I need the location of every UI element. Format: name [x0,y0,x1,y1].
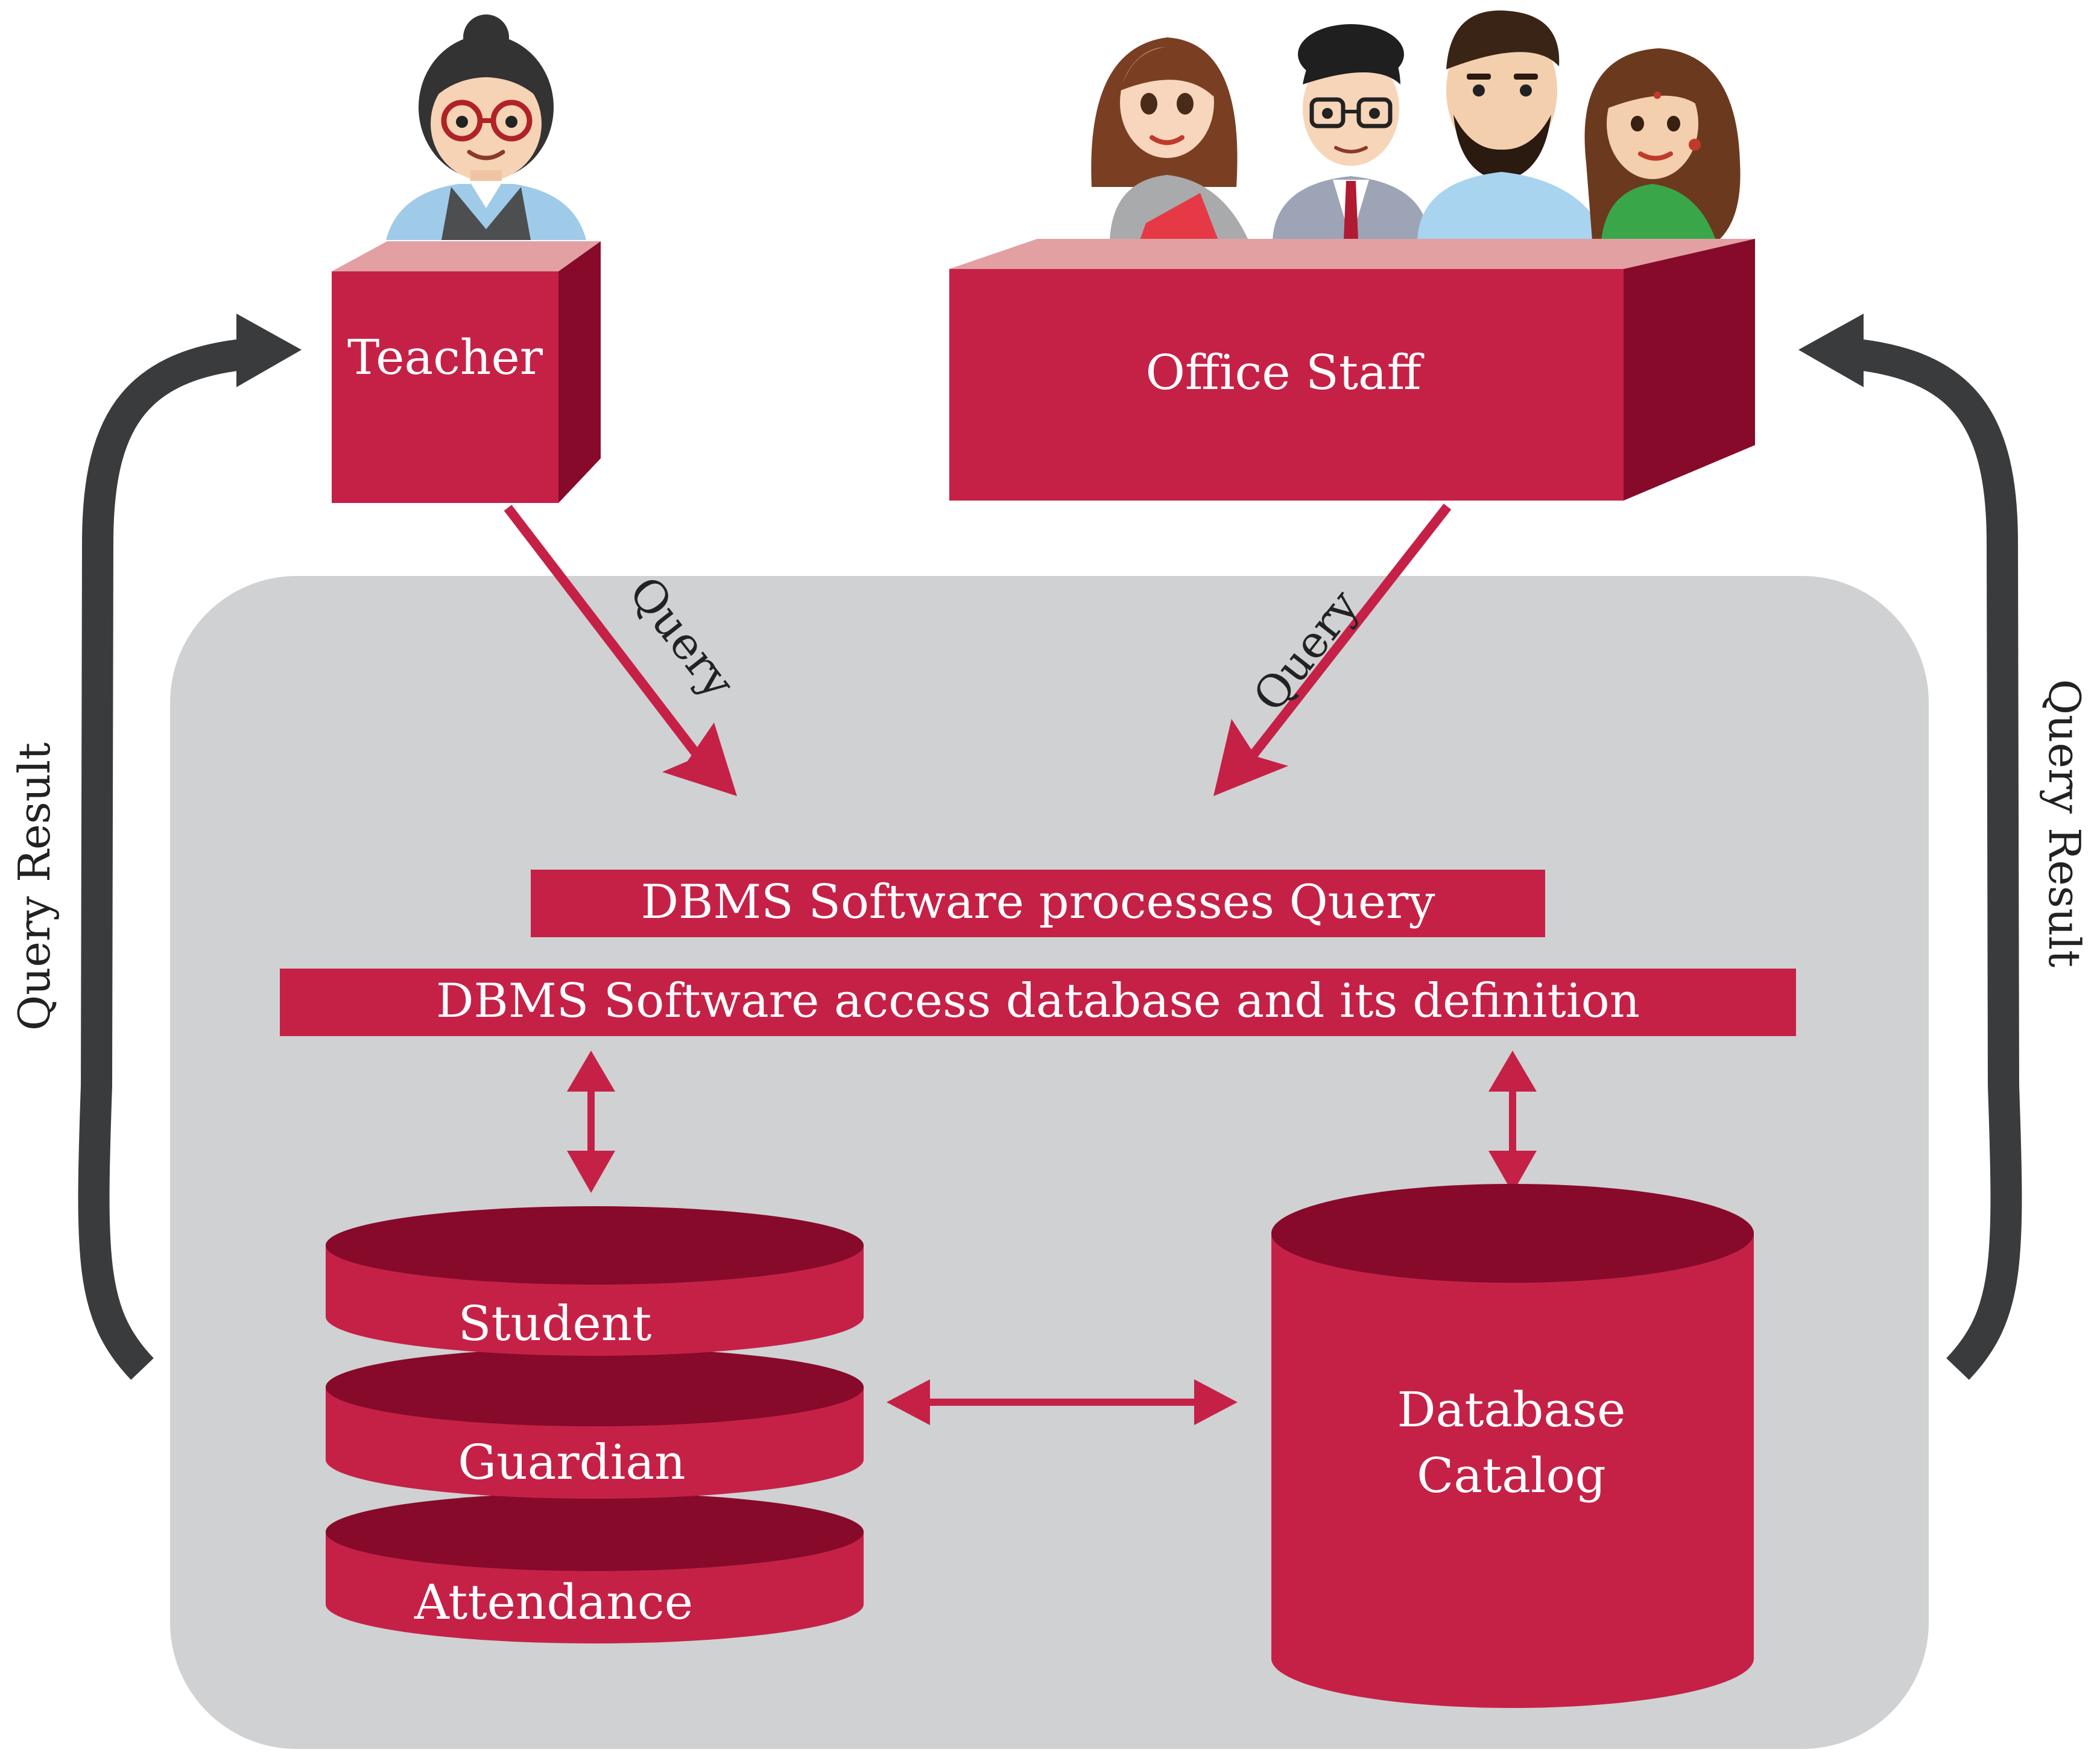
office-staff-query-arrow [1213,504,1452,796]
catalog-label-line1: Database [1397,1382,1626,1438]
teacher-box[interactable]: Teacher [332,241,601,503]
dbms-process-banner-text: DBMS Software processes Query [641,875,1435,929]
office-staff-box[interactable]: Office Staff [949,239,1755,501]
dbms-access-banner: DBMS Software access database and its de… [280,969,1796,1036]
catalog-label-line2: Catalog [1417,1447,1606,1504]
db-table-attendance: Attendance [414,1574,693,1630]
teacher-query-arrow [504,505,737,796]
teacher-avatar-icon [386,14,586,240]
dbms-process-banner: DBMS Software processes Query [531,870,1545,937]
right-query-result-label: Query Result [2039,679,2090,967]
teacher-label: Teacher [347,329,543,385]
office-staff-avatars-icon [1091,10,1741,240]
database-tables-stack [326,1206,864,1643]
catalog-access-double-arrow [1488,1051,1537,1193]
database-catalog-cylinder [1271,1184,1754,1708]
right-query-result-arrow [1798,314,2022,1380]
office-staff-label: Office Staff [1145,344,1424,400]
db-table-guardian: Guardian [458,1434,685,1490]
db-table-student: Student [458,1295,652,1352]
dbms-access-banner-text: DBMS Software access database and its de… [436,974,1640,1028]
db-catalog-double-arrow [887,1379,1238,1425]
left-query-result-arrow [78,314,302,1380]
left-query-result-label: Query Result [9,742,60,1031]
db-access-double-arrow [567,1051,615,1193]
